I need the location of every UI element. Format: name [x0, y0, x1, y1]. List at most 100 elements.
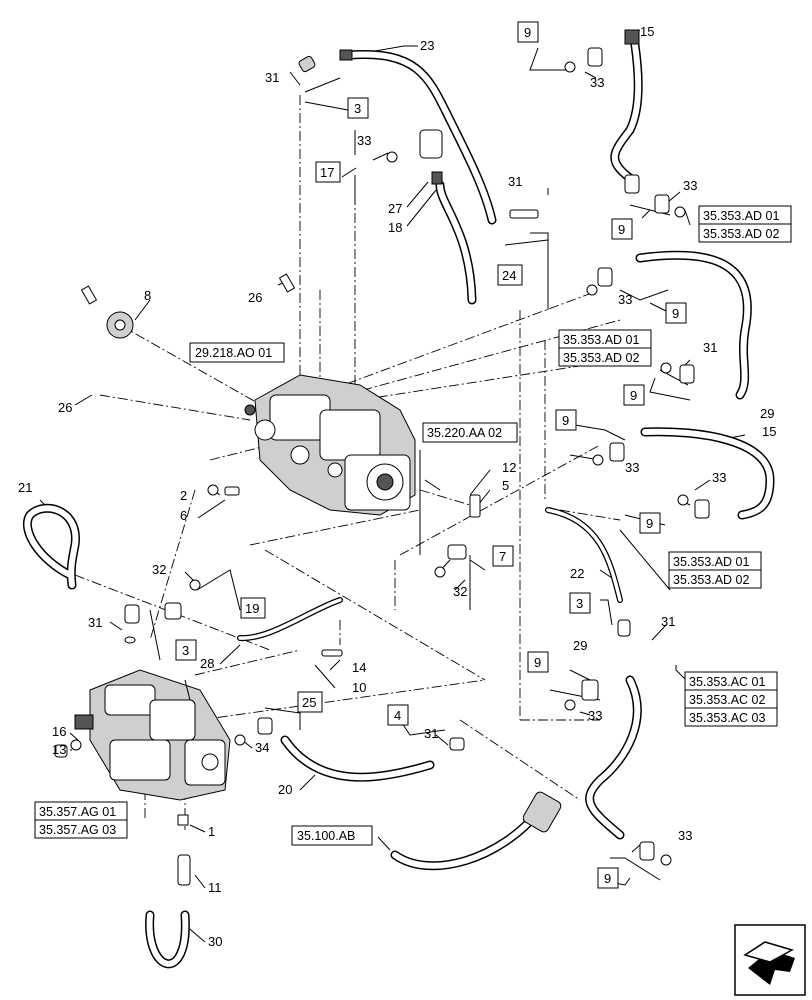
svg-text:35.357.AG 01: 35.357.AG 01	[39, 805, 116, 819]
svg-text:35.353.AD 02: 35.353.AD 02	[703, 227, 779, 241]
callout-1: 1	[208, 824, 215, 839]
box-3: 3	[347, 97, 369, 119]
section-ref[interactable]: 35.100.AB	[291, 825, 373, 846]
svg-text:9: 9	[646, 516, 653, 531]
svg-text:35.353.AD 01: 35.353.AD 01	[563, 333, 639, 347]
box-9: 9	[665, 302, 687, 324]
callout-5: 5	[502, 478, 509, 493]
callout-34: 34	[255, 740, 269, 755]
hydraulic-motor	[74, 669, 231, 801]
section-ref[interactable]: 35.353.AD 01 35.353.AD 02	[698, 205, 792, 243]
section-ref[interactable]: 35.353.AC 01 35.353.AC 02 35.353.AC 03	[684, 671, 778, 727]
callout-32: 32	[152, 562, 166, 577]
callout-22: 22	[570, 566, 584, 581]
svg-text:17: 17	[320, 165, 334, 180]
callout-29: 29	[760, 406, 774, 421]
callout-21: 21	[18, 480, 32, 495]
hoses	[22, 40, 775, 969]
svg-text:35.353.AC 03: 35.353.AC 03	[689, 711, 765, 725]
callout-33: 33	[618, 292, 632, 307]
callout-2: 2	[180, 488, 187, 503]
svg-text:24: 24	[502, 268, 516, 283]
callout-11: 11	[208, 880, 222, 895]
box-19: 19	[240, 597, 266, 619]
callout-15: 15	[640, 24, 654, 39]
svg-text:9: 9	[630, 388, 637, 403]
svg-text:3: 3	[354, 101, 361, 116]
svg-text:35.220.AA 02: 35.220.AA 02	[427, 426, 502, 440]
svg-text:3: 3	[182, 643, 189, 658]
svg-text:9: 9	[672, 306, 679, 321]
section-ref[interactable]: 35.357.AG 01 35.357.AG 03	[34, 801, 128, 839]
callout-23: 23	[420, 38, 434, 53]
section-ref[interactable]: 35.353.AD 01 35.353.AD 02	[558, 329, 652, 367]
svg-text:9: 9	[524, 25, 531, 40]
callout-31: 31	[424, 726, 438, 741]
callout-15: 15	[762, 424, 776, 439]
next-page-arrow-icon[interactable]	[734, 924, 806, 996]
svg-text:4: 4	[394, 708, 401, 723]
svg-text:9: 9	[562, 413, 569, 428]
section-ref[interactable]: 35.353.AD 01 35.353.AD 02	[668, 551, 762, 589]
part-callouts: 23 31 15 33 33 27 18 31 33 8 26 26 33 31…	[18, 24, 776, 949]
svg-text:35.353.AD 02: 35.353.AD 02	[563, 351, 639, 365]
box-3: 3	[569, 592, 591, 614]
callout-33: 33	[590, 75, 604, 90]
section-ref[interactable]: 35.220.AA 02	[422, 422, 518, 443]
phantom-lines	[74, 95, 651, 830]
callout-18: 18	[388, 220, 402, 235]
callout-16: 16	[52, 724, 66, 739]
svg-text:35.353.AD 01: 35.353.AD 01	[673, 555, 749, 569]
callout-27: 27	[388, 201, 402, 216]
callout-31: 31	[703, 340, 717, 355]
callout-20: 20	[278, 782, 292, 797]
box-17: 17	[315, 161, 341, 183]
callout-8: 8	[144, 288, 151, 303]
svg-text:35.357.AG 03: 35.357.AG 03	[39, 823, 116, 837]
callout-26: 26	[58, 400, 72, 415]
svg-text:35.353.AC 01: 35.353.AC 01	[689, 675, 765, 689]
boxed-numbers: 9 3 17 9 24 9 9 9 9 7 19 3 3 25 4 9 9	[175, 21, 687, 889]
svg-text:29.218.AO 01: 29.218.AO 01	[195, 346, 272, 360]
svg-text:9: 9	[604, 871, 611, 886]
callout-31: 31	[88, 615, 102, 630]
callout-31: 31	[265, 70, 279, 85]
section-references: 35.353.AD 01 35.353.AD 02 29.218.AO 01 3…	[34, 205, 792, 846]
callout-33: 33	[683, 178, 697, 193]
callout-32: 32	[453, 584, 467, 599]
svg-text:7: 7	[499, 549, 506, 564]
callout-33: 33	[357, 133, 371, 148]
box-4: 4	[387, 704, 409, 726]
callout-6: 6	[180, 508, 187, 523]
box-7: 7	[492, 545, 514, 567]
section-ref[interactable]: 29.218.AO 01	[189, 342, 285, 363]
box-9: 9	[611, 218, 633, 240]
svg-text:35.353.AC 02: 35.353.AC 02	[689, 693, 765, 707]
callout-31: 31	[508, 174, 522, 189]
callout-33: 33	[588, 708, 602, 723]
callout-14: 14	[352, 660, 366, 675]
box-3: 3	[175, 639, 197, 661]
callout-13: 13	[52, 742, 66, 757]
svg-text:25: 25	[302, 695, 316, 710]
callout-29: 29	[573, 638, 587, 653]
callout-26: 26	[248, 290, 262, 305]
callout-33: 33	[712, 470, 726, 485]
callout-28: 28	[200, 656, 214, 671]
box-9: 9	[527, 651, 549, 673]
box-9: 9	[623, 384, 645, 406]
box-9: 9	[517, 21, 539, 43]
svg-text:9: 9	[618, 222, 625, 237]
callout-12: 12	[502, 460, 516, 475]
box-9: 9	[639, 512, 661, 534]
svg-text:19: 19	[245, 601, 259, 616]
tubes	[237, 507, 623, 642]
callout-33: 33	[678, 828, 692, 843]
hydrostatic-pump	[244, 374, 416, 516]
callout-30: 30	[208, 934, 222, 949]
svg-text:9: 9	[534, 655, 541, 670]
callout-33: 33	[625, 460, 639, 475]
box-9: 9	[597, 867, 619, 889]
callout-10: 10	[352, 680, 366, 695]
